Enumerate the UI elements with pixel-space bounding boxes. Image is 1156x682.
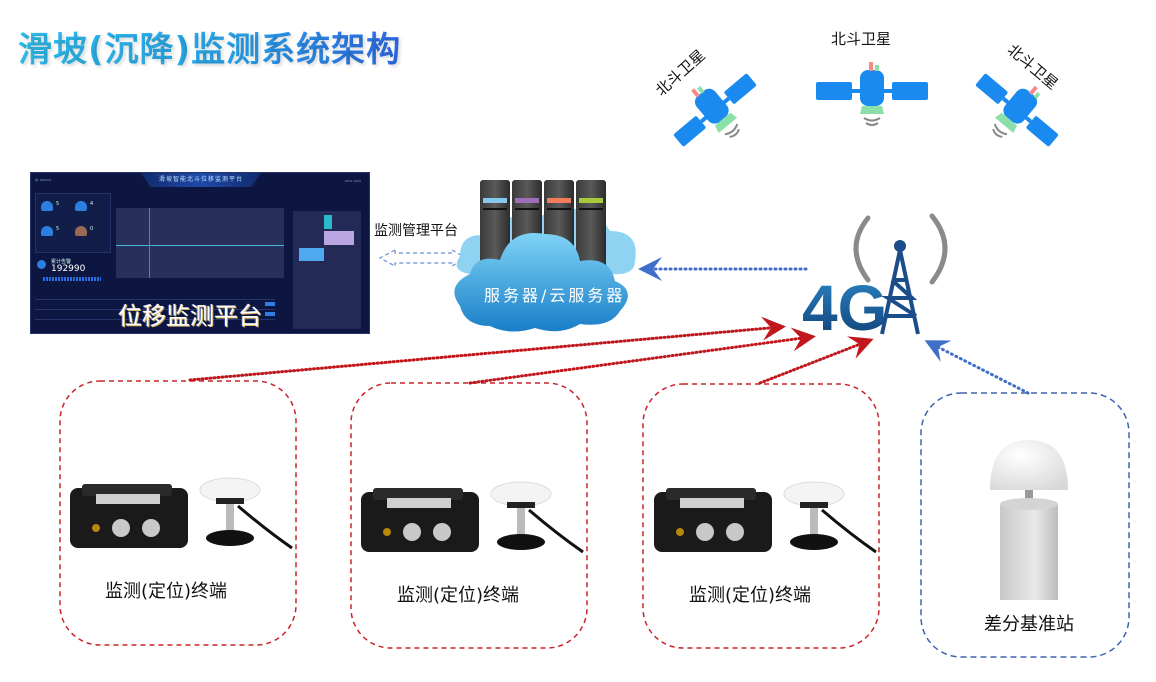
gnss-receiver-icon [361,488,479,552]
base-station-box [920,392,1130,658]
4g-tower-icon: 4G [802,213,948,338]
link-terminal-2-to-4g [468,327,816,385]
horizontal-bar-chart [293,211,361,329]
terminal-box-3 [642,383,880,649]
link-terminal-3-to-4g [758,336,874,385]
chart-cursor-line [149,208,150,278]
chart-bar [324,215,332,229]
terminal-device-2 [361,481,584,554]
table-action-button [265,312,275,316]
chart-series-line [116,245,284,246]
device-icon [75,226,87,236]
server-label: 服务器/云服务器 [484,286,626,305]
satellite-icon [673,73,757,147]
dashboard-screenshot: ◎ ▭▭▭ 滑坡智能北斗位移监测平台 ▭▭ ▭▭ 5 4 5 0 累计告警 19… [30,172,370,334]
terminal-label: 监测(定位)终端 [689,585,812,606]
dashboard-header: 滑坡智能北斗位移监测平台 [141,173,261,187]
gnss-antenna-icon [490,481,584,554]
table-row [35,309,275,310]
terminal-device-3 [654,481,877,554]
chart-bar [299,248,324,261]
gnss-antenna-icon [783,481,877,554]
server-rack-4 [576,180,606,280]
base-station-label: 差分基准站 [984,614,1074,635]
alarm-count-label: 累计告警 [51,259,72,265]
terminal-label: 监测(定位)终端 [105,581,228,602]
satellite-icon [816,62,928,126]
dashboard-logo: ◎ ▭▭▭ [35,177,52,182]
dashboard-header-info: ▭▭ ▭▭ [344,178,361,183]
link-terminal-1-to-4g [188,316,786,382]
page-title: 滑坡(沉降)监测系统架构 [18,22,401,71]
base-station-antenna-icon [990,440,1068,600]
device-icon [75,201,87,211]
device-icon [41,226,53,236]
table-action-button [265,302,275,306]
terminal-label: 监测(定位)终端 [397,585,520,606]
data-table [31,291,281,331]
alarm-progress-bar [43,277,101,281]
chart-bar [324,231,354,245]
gnss-antenna-icon [199,477,293,550]
stat-value: 5 [56,226,60,232]
alarm-count-value: 192990 [51,264,86,274]
satellite-label: 北斗卫星 [831,30,892,48]
gnss-receiver-icon [654,488,772,552]
terminal-device-1 [70,477,293,550]
link-base-to-4g [924,340,1030,395]
gnss-receiver-icon [70,484,188,548]
displacement-line-chart [116,208,284,278]
satellite-icon [975,73,1059,147]
4g-label: 4G [802,272,887,338]
dashboard-label: 位移监测平台 [118,302,262,330]
table-row [35,299,275,300]
terminal-box-1 [59,380,297,646]
alarm-icon [37,260,46,269]
device-icon [41,201,53,211]
terminal-box-2 [350,382,588,649]
server-cloud-graphic [454,180,636,332]
table-row [35,319,275,320]
stat-value: 0 [90,226,94,232]
front-cloud [454,233,628,332]
management-platform-label: 监测管理平台 [374,223,458,239]
stat-value: 5 [56,201,60,207]
stat-value: 4 [90,201,94,207]
